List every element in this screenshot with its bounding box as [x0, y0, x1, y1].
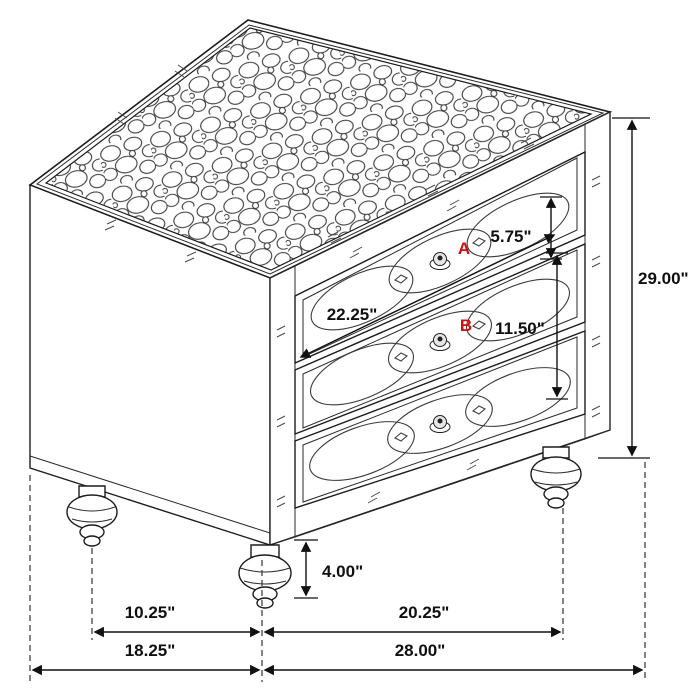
label-base-width-inner: 20.25" — [399, 603, 450, 622]
foot-right — [530, 446, 582, 509]
nightstand-figure — [28, 19, 613, 609]
label-marker-a: A — [458, 239, 470, 258]
label-foot-height: 4.00" — [322, 562, 363, 581]
label-base-depth-inner: 10.25" — [125, 603, 176, 622]
dimension-labels: 5.75" 29.00" 22.25" 11.50" 4.00" 10.25" … — [125, 227, 689, 660]
label-drawer-width: 22.25" — [327, 305, 378, 324]
drawer-bottom — [294, 329, 586, 509]
label-overall-width: 28.00" — [395, 641, 446, 660]
dimension-lines — [31, 117, 650, 676]
dim-line-drawer-width — [299, 234, 556, 358]
label-overall-height: 29.00" — [638, 269, 689, 288]
left-base-trim-line — [29, 455, 271, 534]
drawer-bottom-knob — [429, 415, 451, 433]
label-marker-b: B — [460, 316, 472, 335]
drawer-bottom-inner-border — [302, 336, 578, 503]
top-surface — [28, 19, 613, 279]
foot-front-middle — [238, 544, 292, 609]
extension-lines — [29, 462, 646, 682]
top-border-line — [35, 24, 605, 275]
drawer-bottom-decor — [309, 367, 571, 481]
label-top-drawer-height: 5.75" — [490, 227, 531, 246]
label-overall-depth: 18.25" — [125, 641, 176, 660]
top-croc-pattern-panel — [44, 27, 593, 271]
label-lower-drawer-height: 11.50" — [495, 319, 545, 338]
foot-left — [66, 485, 118, 547]
